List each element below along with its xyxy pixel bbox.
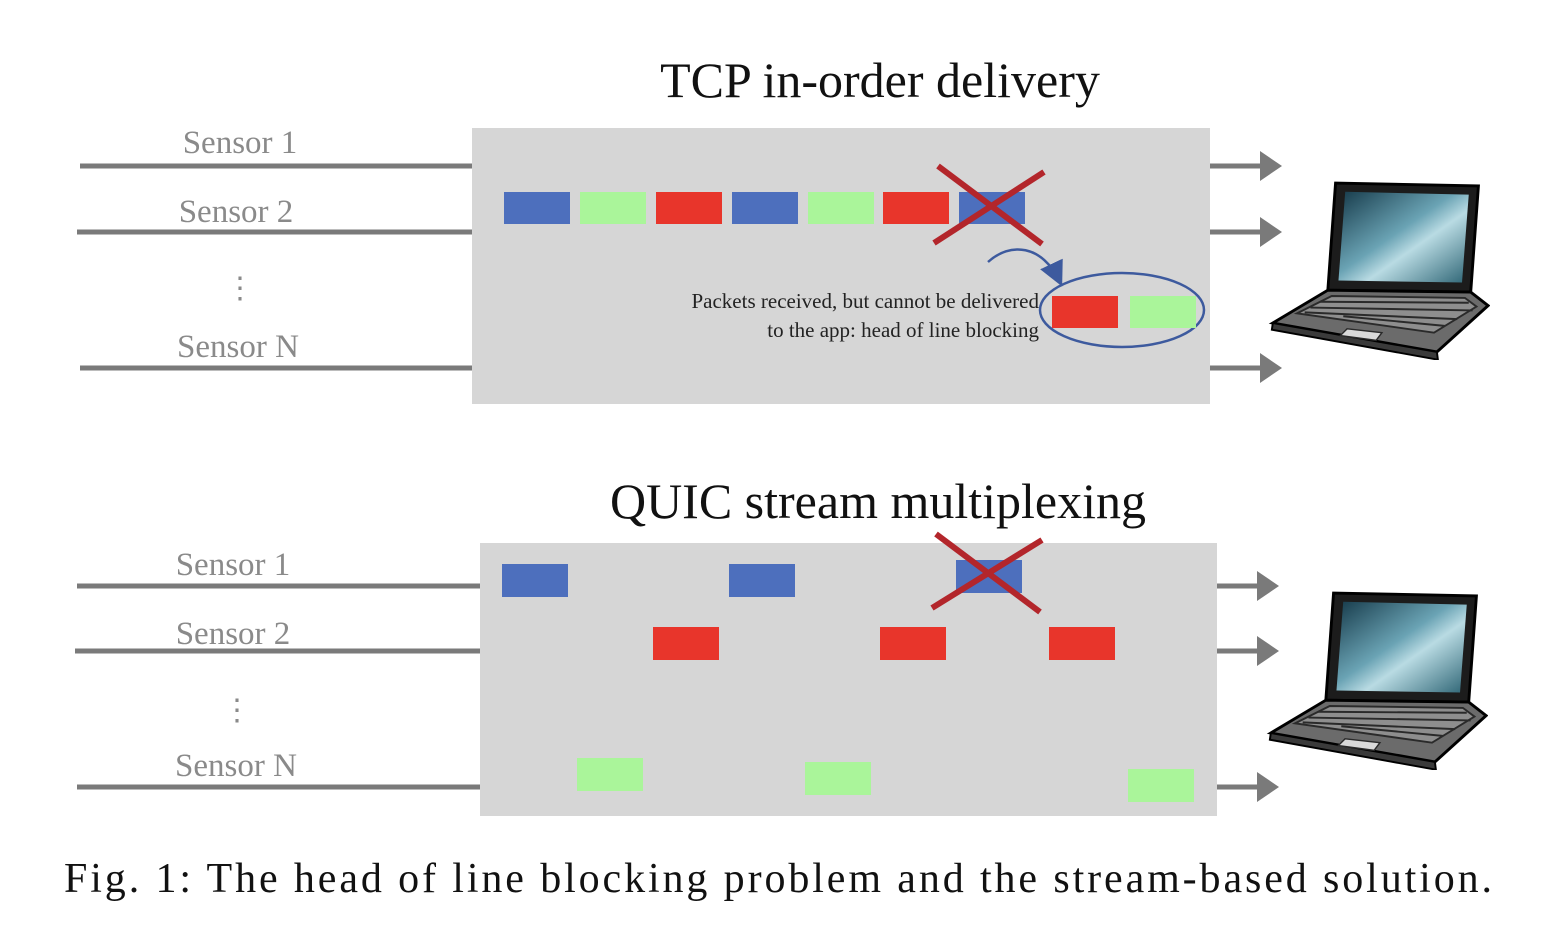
- quic-sensor-n-label: Sensor N: [175, 748, 297, 784]
- curved-arrow-icon: [987, 248, 1063, 287]
- arrow-right-icon: [1210, 353, 1282, 383]
- quic-packet-red: [1049, 627, 1115, 660]
- tcp-ellipsis: ⋮: [225, 272, 255, 305]
- tcp-packet-red: [883, 192, 949, 224]
- quic-packet-green: [577, 758, 643, 791]
- quic-packet-blue: [729, 564, 795, 597]
- blocked-packet-green: [1130, 296, 1196, 328]
- tcp-sensor-1-label: Sensor 1: [183, 125, 298, 161]
- arrow-right-icon: [1217, 636, 1279, 666]
- quic-packet-blue: [502, 564, 568, 597]
- quic-title: QUIC stream multiplexing: [610, 473, 1146, 529]
- quic-packet-green: [1128, 769, 1194, 802]
- hol-note-line-2: to the app: head of line blocking: [767, 318, 1039, 342]
- tcp-packet-red: [656, 192, 722, 224]
- tcp-packet-green: [808, 192, 874, 224]
- quic-ellipsis: ⋮: [222, 694, 252, 727]
- tcp-title: TCP in-order delivery: [660, 52, 1100, 108]
- tcp-packet-blue: [504, 192, 570, 224]
- blocked-packets-ellipse: [1038, 271, 1206, 349]
- quic-sensor-1-label: Sensor 1: [176, 547, 291, 583]
- hol-note-line-1: Packets received, but cannot be delivere…: [691, 289, 1039, 313]
- tcp-panel: [472, 128, 1210, 404]
- arrow-right-icon: [1210, 151, 1282, 181]
- quic-packet-red: [653, 627, 719, 660]
- lost-packet-cross-icon: [930, 531, 1044, 615]
- quic-packet-red: [880, 627, 946, 660]
- lost-packet-cross-icon: [932, 163, 1046, 247]
- quic-packet-green: [805, 762, 871, 795]
- tcp-packet-green: [580, 192, 646, 224]
- arrow-right-icon: [1217, 772, 1279, 802]
- tcp-sensor-2-label: Sensor 2: [179, 194, 294, 230]
- laptop-icon: [1268, 591, 1488, 770]
- tcp-packet-blue: [732, 192, 798, 224]
- quic-sensor-2-label: Sensor 2: [176, 616, 291, 652]
- arrow-right-icon: [1217, 571, 1279, 601]
- arrow-right-icon: [1210, 217, 1282, 247]
- blocked-packet-red: [1052, 296, 1118, 328]
- laptop-icon: [1270, 181, 1490, 360]
- tcp-sensor-n-label: Sensor N: [177, 329, 299, 365]
- figure-caption: Fig. 1: The head of line blocking proble…: [64, 856, 1492, 902]
